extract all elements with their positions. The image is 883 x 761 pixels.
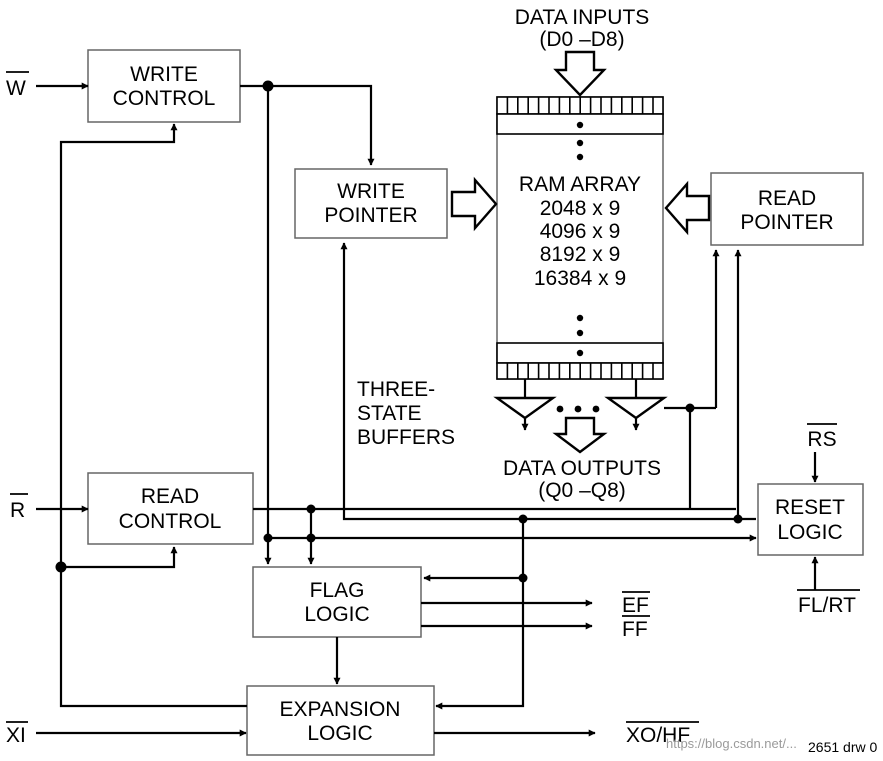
three-state-label-2: STATE [357, 402, 422, 425]
reset-logic-label-2: LOGIC [777, 521, 842, 544]
data-outputs-title: DATA OUTPUTS [503, 457, 661, 480]
three-state-label-1: THREE- [357, 378, 435, 401]
signal-xo-hf: XO/HF [626, 724, 690, 747]
ram-array: RAM ARRAY 2048 x 9 4096 x 9 8192 x 9 163… [496, 96, 664, 380]
buffer-dot [574, 405, 582, 413]
ram-dot [576, 329, 584, 337]
write-control-to-pointer-wire [240, 84, 375, 166]
buffer-dot [556, 405, 564, 413]
write-pointer-box [294, 168, 448, 239]
expansion-logic-label-1: EXPANSION [280, 698, 401, 721]
data-inputs-bus-arrow [553, 50, 607, 97]
signal-w: W [6, 77, 26, 100]
read-pointer-label-2: POINTER [740, 211, 833, 234]
watermark-text: https://blog.csdn.net/... [666, 736, 797, 751]
ram-size-4: 16384 x 9 [534, 267, 626, 290]
three-state-label-3: BUFFERS [357, 426, 455, 449]
three-state-buffers [493, 379, 668, 431]
data-outputs-bus-arrow [552, 416, 608, 454]
read-pointer-to-ram-arrow [664, 180, 711, 236]
expansion-to-read-control-wire [61, 546, 178, 569]
data-inputs-bus: (D0 –D8) [539, 28, 624, 51]
signal-ff: FF [622, 618, 648, 641]
ram-array-title: RAM ARRAY [519, 173, 641, 196]
data-outputs-bus: (Q0 –Q8) [538, 479, 626, 502]
junction-dot [518, 514, 528, 524]
reset-logic-label-1: RESET [775, 496, 845, 519]
junction-dot [518, 573, 528, 583]
reset-to-write-pointer-wire [340, 242, 756, 521]
read-pointer-box [710, 172, 864, 246]
ram-dot [576, 153, 584, 161]
flag-logic-label-2: LOGIC [304, 603, 369, 626]
ram-dot [576, 139, 584, 147]
read-pointer-label-1: READ [758, 187, 816, 210]
write-control-label-2: CONTROL [113, 87, 216, 110]
signal-xi: XI [6, 724, 26, 747]
ram-size-3: 8192 x 9 [540, 243, 621, 266]
signal-r: R [10, 499, 25, 522]
junction-dot [733, 514, 743, 524]
write-control-label-1: WRITE [130, 63, 198, 86]
signal-fl-rt: FL/RT [798, 594, 856, 617]
reset-logic-box [757, 483, 864, 556]
write-pointer-label-1: WRITE [337, 180, 405, 203]
expansion-to-write-control-wire [59, 123, 247, 708]
ram-tick-marks [506, 97, 654, 379]
ram-dot [576, 349, 584, 357]
read-control-label-1: READ [141, 485, 199, 508]
junction-dot [263, 533, 273, 543]
expansion-logic-label-2: LOGIC [307, 722, 372, 745]
buffer-left [493, 396, 557, 420]
write-pointer-label-2: POINTER [324, 204, 417, 227]
data-inputs-title: DATA INPUTS [515, 6, 650, 29]
junction-dot [306, 533, 316, 543]
reset-to-expansion-wire [435, 519, 525, 710]
ram-size-2: 4096 x 9 [540, 220, 621, 243]
ram-size-1: 2048 x 9 [540, 197, 621, 220]
buffer-right [604, 396, 668, 420]
junction-dot [685, 403, 695, 413]
write-pointer-to-ram-arrow [450, 176, 498, 232]
ram-dot [576, 121, 584, 129]
signal-rs: RS [807, 428, 836, 451]
read-control-label-2: CONTROL [119, 510, 222, 533]
signal-ef: EF [622, 594, 649, 617]
expansion-logic-box [246, 685, 435, 756]
flag-logic-label-1: FLAG [310, 579, 365, 602]
ram-dot [576, 314, 584, 322]
write-control-box [87, 49, 241, 123]
flag-logic-box [252, 566, 422, 638]
read-control-box [87, 472, 254, 545]
junction-dot [55, 561, 67, 573]
drawing-reference: 2651 drw 0 [808, 739, 877, 755]
buffer-dot [592, 405, 600, 413]
junction-dot [306, 504, 316, 514]
